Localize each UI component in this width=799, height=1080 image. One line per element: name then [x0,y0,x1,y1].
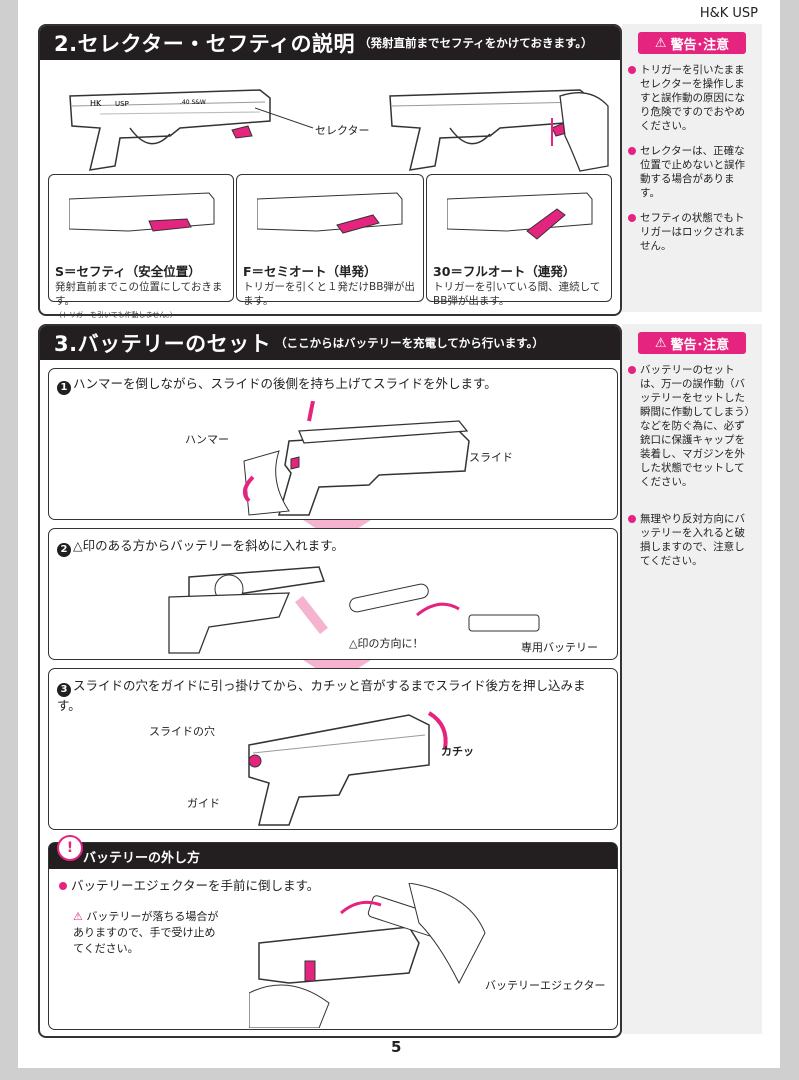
ejector-callout: バッテリーエジェクター [485,979,606,992]
gun-model-mark: USP [115,100,129,108]
warning-badge: ⚠ 警告･注意 [638,32,746,54]
gun-selector-illustration: HK USP .40 S&W [69,89,271,171]
mode-full-card: 30＝フルオート（連発） トリガーを引いている間、連続してBB弾が出ます。 [426,174,612,307]
warning-item: バッテリーのセットは、万一の誤作動（バッテリーをセットした瞬間に作動してしまう）… [622,360,762,497]
section-battery-header: 3.バッテリーのセット （ここからはバッテリーを充電してから行います。） [40,326,620,360]
section-battery-warning: ⚠ 警告･注意 バッテリーのセットは、万一の誤作動（バッテリーをセットした瞬間に… [622,324,762,1034]
warning-item: セレクターは、正確な位置で止めないと誤作動する場合があります。 [622,141,762,208]
removal-header: バッテリーの外し方 [49,843,617,869]
full-selector-diagram [447,192,593,240]
mode-full-desc: トリガーを引いている間、連続してBB弾が出ます。 [433,281,601,307]
guide-callout: ガイド [187,797,220,810]
bullet-dot-icon [628,147,636,155]
selector-leader-line [255,107,314,129]
exclamation-icon: ! [57,835,83,861]
mode-semi-desc: トリガーを引くと１発だけBB弾が出ます。 [243,281,415,307]
step-2-box: 2△印のある方からバッテリーを斜めに入れます。 △印の方向に！ 専用バッテリー [48,528,618,660]
step-number: 2 [57,542,71,557]
slide-hole-callout: スライドの穴 [149,725,215,738]
mode-semi-name: F＝セミオート（単発） [243,264,377,279]
bullet-dot-icon [628,515,636,523]
mode-full-name: 30＝フルオート（連発） [433,264,576,279]
manual-page: H&K USP 2.セレクター・セフティの説明 （発射直前までセフティをかけてお… [18,0,780,1068]
removal-instruction: バッテリーエジェクターを手前に倒します。 [59,877,319,894]
mode-safety-card: S＝セフティ（安全位置） 発射直前までこの位置にしておきます。 （トリガーを引い… [48,174,234,319]
semi-selector-diagram [257,192,403,234]
section-battery-title: 3.バッテリーのセット [54,332,272,356]
step-2-text: 2△印のある方からバッテリーを斜めに入れます。 [57,537,344,557]
battery-callout: 専用バッテリー [521,641,598,654]
attach-slide-illustration [248,711,448,826]
section-selector-warning: ⚠ 警告･注意 トリガーを引いたままセレクターを操作しますと誤作動の原因になり危… [622,24,762,312]
step-2-label: △印のある方からバッテリーを斜めに入れます。 [73,538,344,553]
removal-box: バッテリーの外し方 ! バッテリーエジェクターを手前に倒します。 ⚠ バッテリー… [48,835,618,1030]
gun-caliber-mark: .40 S&W [180,99,206,106]
removal-title: バッテリーの外し方 [83,850,201,866]
warning-text: トリガーを引いたままセレクターを操作しますと誤作動の原因になり危険ですのでおやめ… [640,64,745,132]
warning-triangle-icon: ⚠ [654,335,667,351]
warning-badge: ⚠ 警告･注意 [638,332,746,354]
warning-text: セフティの状態でもトリガーはロックされません。 [640,212,745,252]
triangle-direction-callout: △印の方向に！ [349,637,424,650]
warning-badge-label: 警告･注意 [670,337,730,353]
warning-text: セレクターは、正確な位置で止めないと誤作動する場合があります。 [640,145,745,199]
step-3-label: スライドの穴をガイドに引っ掛けてから、カチッと音がするまでスライド後方を押し込み… [57,678,586,713]
step-1-label: ハンマーを倒しながら、スライドの後側を持ち上げてスライドを外します。 [73,376,497,391]
bullet-dot-icon [59,882,67,890]
mode-safety-note: （トリガーを引いても作動しません。） [55,311,177,319]
safety-selector-diagram [69,192,215,232]
section-battery-subtitle: （ここからはバッテリーを充電してから行います。） [275,336,544,350]
step-number: 3 [57,682,71,697]
eject-battery-illustration [249,883,486,1028]
remove-slide-illustration [242,401,470,516]
click-sound-callout: カチッ [441,745,474,758]
page-number: 5 [391,1038,402,1056]
caution-triangle-icon: ⚠ [73,910,83,923]
bullet-dot-icon [628,366,636,374]
insert-battery-illustration [168,566,540,654]
gun-brand-mark: HK [90,99,102,108]
mode-semi-card: F＝セミオート（単発） トリガーを引くと１発だけBB弾が出ます。 [236,174,424,307]
removal-caution: ⚠ バッテリーが落ちる場合がありますので、手で受け止めてください。 [73,909,223,957]
selector-callout: セレクター [315,124,370,137]
gun-hand-illustration [389,89,609,172]
warning-item: 無理やり反対方向にバッテリーを入れると破損しますので、注意してください。 [622,509,762,576]
section-selector-subtitle: （発射直前までセフティをかけておきます。） [359,36,593,50]
bullet-dot-icon [628,66,636,74]
section-selector-header: 2.セレクター・セフティの説明 （発射直前までセフティをかけておきます。） [40,26,620,60]
mode-safety-desc: 発射直前までこの位置にしておきます。 [55,281,223,307]
removal-instruction-text: バッテリーエジェクターを手前に倒します。 [71,878,320,893]
warning-item: セフティの状態でもトリガーはロックされません。 [622,208,762,261]
section-selector-box: 2.セレクター・セフティの説明 （発射直前までセフティをかけておきます。） HK… [38,24,622,319]
warning-text: 無理やり反対方向にバッテリーを入れると破損しますので、注意してください。 [640,513,745,567]
warning-badge-label: 警告･注意 [670,37,730,53]
step-number: 1 [57,380,71,395]
removal-caution-text: バッテリーが落ちる場合がありますので、手で受け止めてください。 [73,910,219,955]
bullet-dot-icon [628,214,636,222]
warning-triangle-icon: ⚠ [654,35,667,51]
document-id: H&K USP [699,6,758,21]
hammer-callout: ハンマー [185,433,229,446]
section-selector-title: 2.セレクター・セフティの説明 [54,32,355,56]
mode-safety-name: S＝セフティ（安全位置） [55,264,201,279]
warning-text: バッテリーのセットは、万一の誤作動（バッテリーをセットした瞬間に作動してしまう）… [640,364,750,488]
warning-item: トリガーを引いたままセレクターを操作しますと誤作動の原因になり危険ですのでおやめ… [622,60,762,141]
slide-callout: スライド [469,451,513,464]
